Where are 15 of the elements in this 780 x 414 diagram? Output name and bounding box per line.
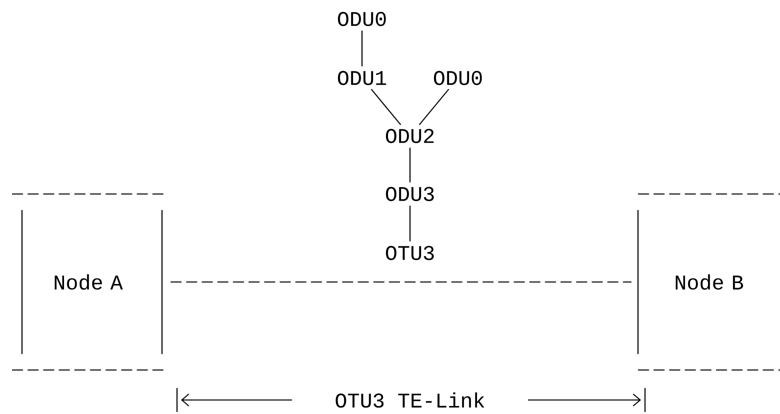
node-box: Node B <box>637 193 780 371</box>
node-box: Node A <box>12 193 164 371</box>
node-label: ODU3 <box>386 186 434 202</box>
dimension-label: OTU3 TE-Link <box>336 392 484 408</box>
node-label: ODU0 <box>338 12 386 26</box>
node-label: ODU1 <box>338 70 386 86</box>
connector-line <box>409 148 411 182</box>
connector-line <box>370 88 402 126</box>
node-label: OTU3 <box>386 246 434 260</box>
connector-line <box>418 88 450 126</box>
node-label: ODU0 <box>434 70 482 86</box>
node-label: ODU2 <box>386 128 434 144</box>
connector-line <box>170 281 632 283</box>
connector-line <box>409 206 411 242</box>
connector-line <box>361 30 363 66</box>
